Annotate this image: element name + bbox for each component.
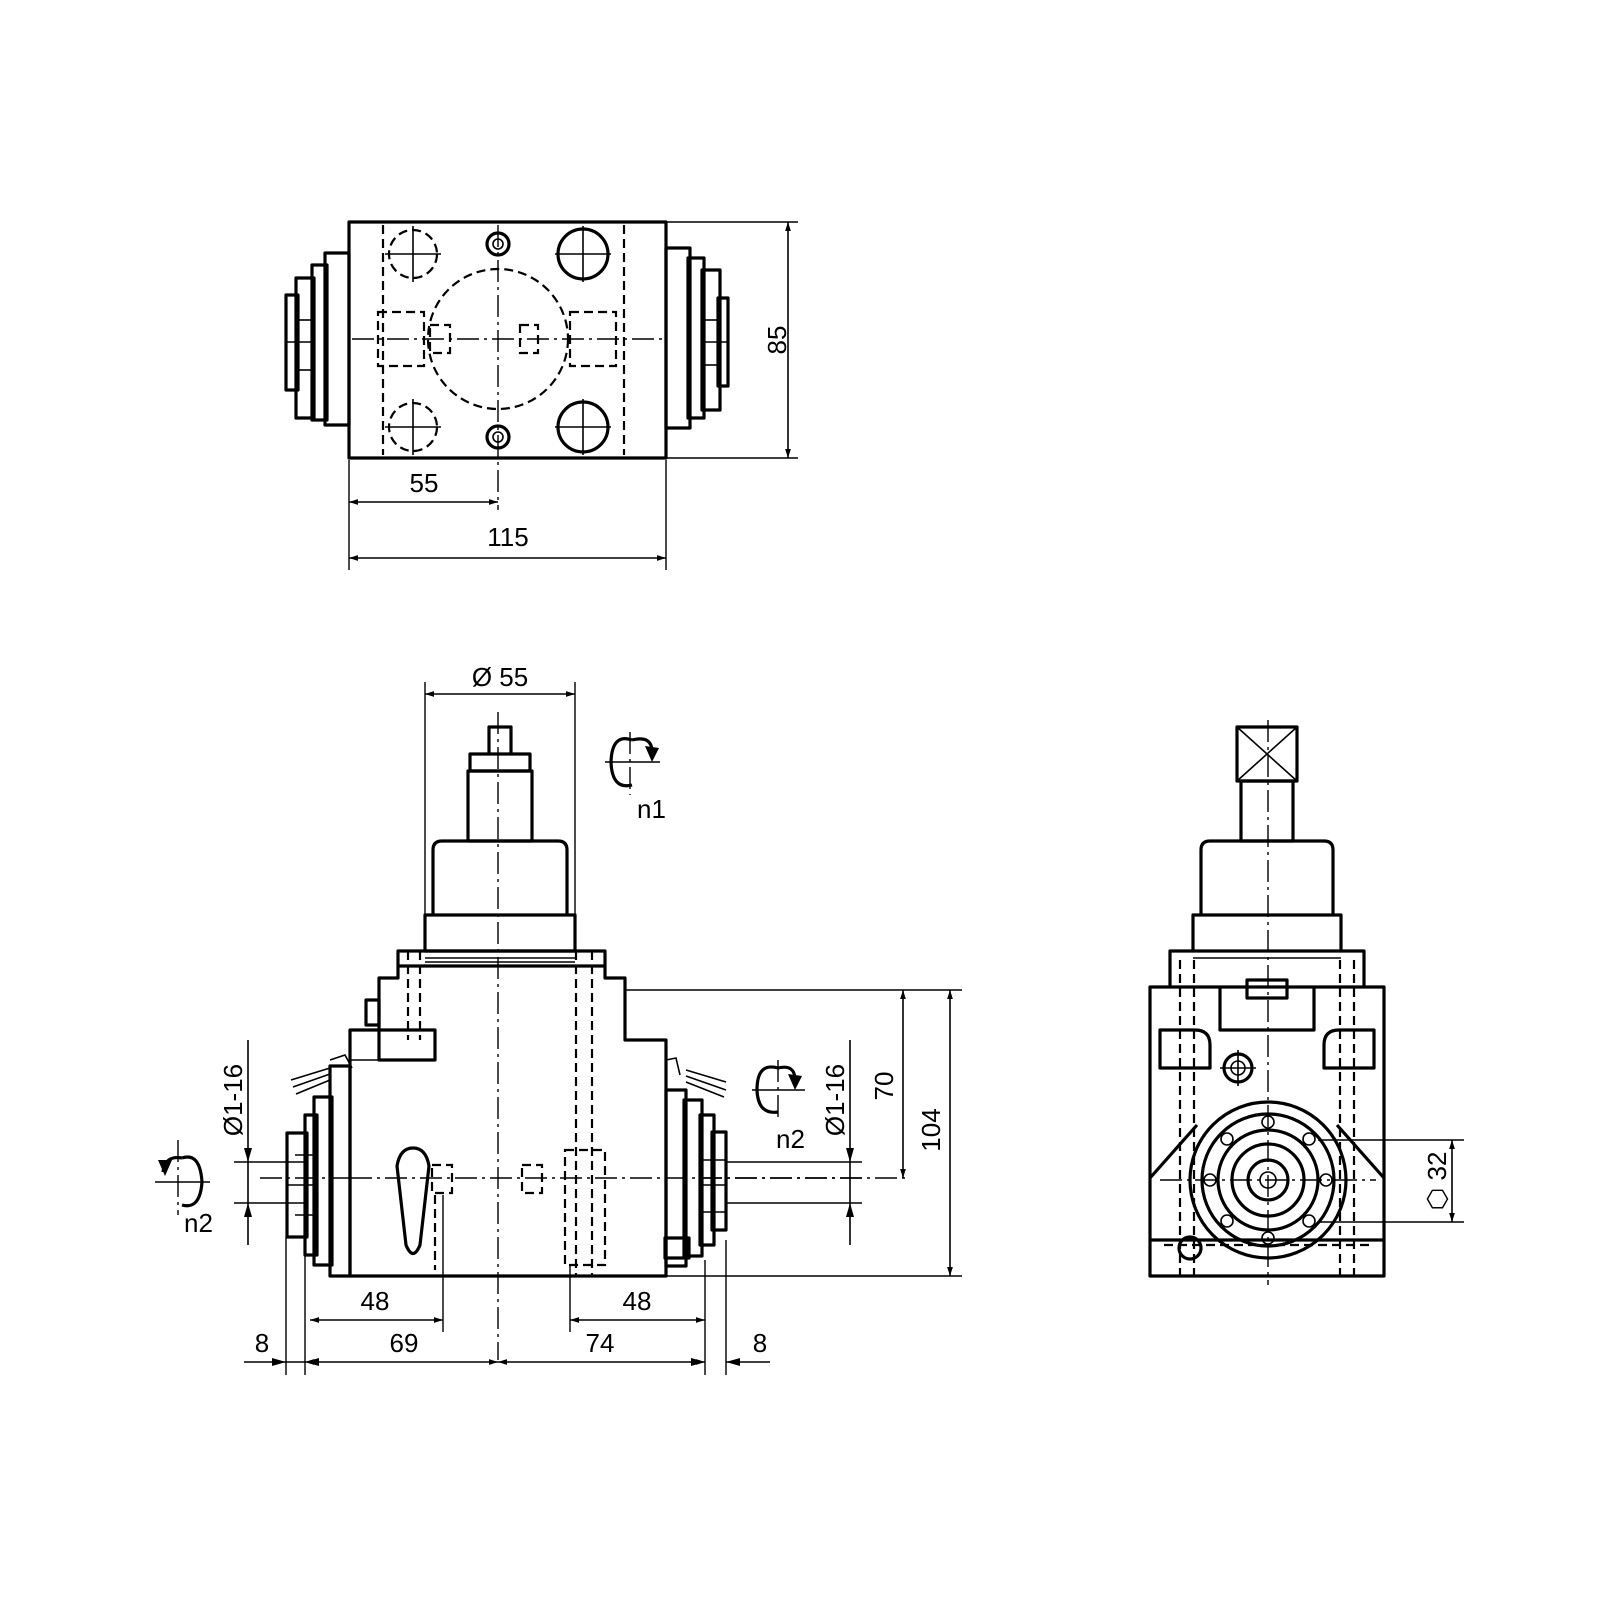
rotation-icon-n1 bbox=[605, 732, 660, 795]
side-view-collar bbox=[1199, 839, 1335, 915]
top-view-bolt-hole-bl bbox=[385, 399, 441, 455]
top-dim-115: 115 bbox=[487, 522, 528, 552]
rotation-label-n2-left: n2 bbox=[184, 1208, 213, 1238]
front-view-shaft bbox=[468, 752, 532, 773]
dim-bore-right: Ø1-16 bbox=[820, 1064, 850, 1136]
top-view-left-nut bbox=[284, 251, 351, 427]
top-view-right-nut bbox=[664, 246, 730, 430]
top-view-bolt-hole-tl bbox=[385, 226, 441, 282]
top-view: 55 115 85 bbox=[284, 220, 798, 570]
front-view-collar bbox=[431, 839, 569, 915]
front-view-flange bbox=[423, 913, 577, 953]
side-view-small-bolt bbox=[1220, 1050, 1256, 1086]
front-view-key bbox=[395, 1146, 431, 1256]
dim-diameter-55: Ø 55 bbox=[472, 662, 528, 692]
top-view-bolt-hole-br bbox=[555, 399, 611, 455]
dim-height-70: 70 bbox=[869, 1072, 899, 1101]
front-view-left-nut bbox=[285, 1054, 353, 1278]
dim-hex-32: ⬡ 32 bbox=[1422, 1152, 1452, 1211]
dim-height-104: 104 bbox=[916, 1108, 946, 1151]
top-dim-85: 85 bbox=[762, 326, 792, 355]
top-dim-55: 55 bbox=[410, 468, 439, 498]
dim-bottom-8-right: 8 bbox=[753, 1328, 767, 1358]
dim-bore-left: Ø1-16 bbox=[218, 1064, 248, 1136]
front-view-right-nut bbox=[663, 1057, 728, 1268]
side-view: ⬡ 32 bbox=[1148, 720, 1464, 1285]
side-view-housing bbox=[1148, 985, 1386, 1278]
dim-bottom-69: 69 bbox=[390, 1328, 419, 1358]
dim-bottom-48-right: 48 bbox=[623, 1286, 652, 1316]
top-view-bolt-hole-tr bbox=[555, 226, 611, 282]
dim-bottom-74: 74 bbox=[586, 1328, 615, 1358]
rotation-icon-n2-left bbox=[155, 1140, 210, 1215]
side-view-square-drive bbox=[1235, 725, 1299, 783]
rotation-icon-n2-right bbox=[752, 1060, 805, 1122]
front-view-shaft-tip bbox=[487, 725, 513, 754]
front-view-housing bbox=[348, 949, 668, 1278]
rotation-label-n1: n1 bbox=[637, 794, 666, 824]
top-view-body bbox=[347, 220, 668, 460]
rotation-label-n2-right: n2 bbox=[776, 1124, 805, 1154]
dim-bottom-8-left: 8 bbox=[255, 1328, 269, 1358]
dim-bottom-48-left: 48 bbox=[361, 1286, 390, 1316]
front-view: n1 n2 n2 Ø 55 Ø1-16 bbox=[155, 662, 962, 1375]
